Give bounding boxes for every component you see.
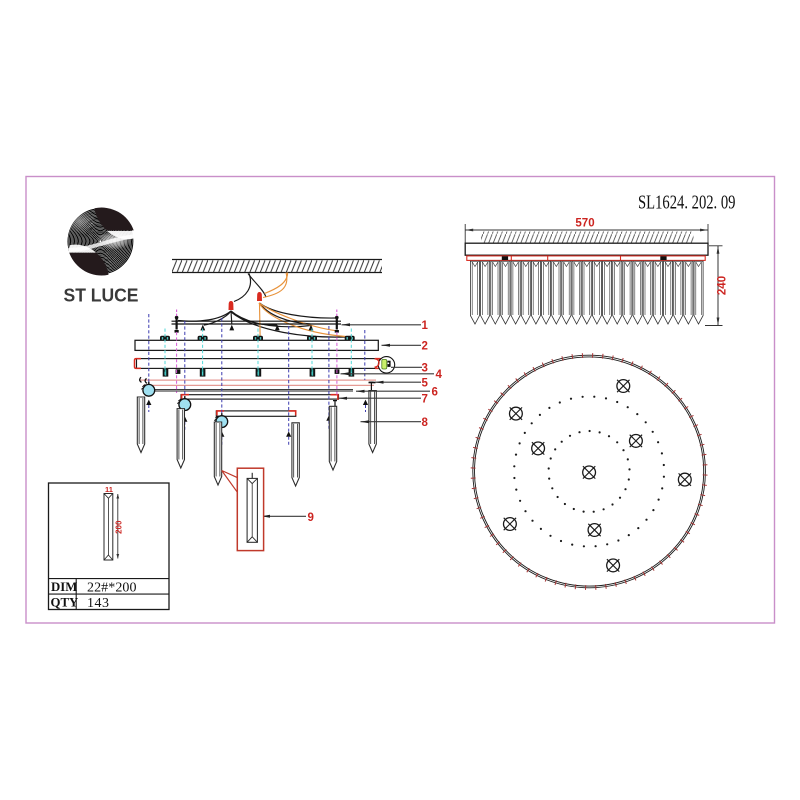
svg-text:11: 11 (105, 485, 113, 494)
svg-text:3: 3 (422, 363, 428, 375)
svg-text:240: 240 (717, 276, 729, 295)
svg-text:9: 9 (308, 512, 314, 524)
svg-text:2: 2 (422, 341, 428, 353)
svg-text:7: 7 (422, 394, 428, 406)
svg-text:570: 570 (575, 218, 594, 230)
svg-text:8: 8 (422, 417, 429, 429)
svg-text:QTY: QTY (51, 596, 79, 610)
svg-text:5: 5 (422, 378, 429, 390)
svg-text:DIM: DIM (51, 580, 77, 594)
svg-text:143: 143 (87, 596, 109, 611)
svg-text:1: 1 (422, 320, 429, 332)
svg-text:200: 200 (115, 520, 124, 534)
svg-text:4: 4 (436, 369, 443, 381)
svg-text:SL1624. 202. 09: SL1624. 202. 09 (638, 192, 736, 214)
svg-text:6: 6 (432, 387, 438, 399)
svg-text:ST LUCE: ST LUCE (64, 285, 139, 306)
svg-text:22#*200: 22#*200 (87, 580, 137, 595)
